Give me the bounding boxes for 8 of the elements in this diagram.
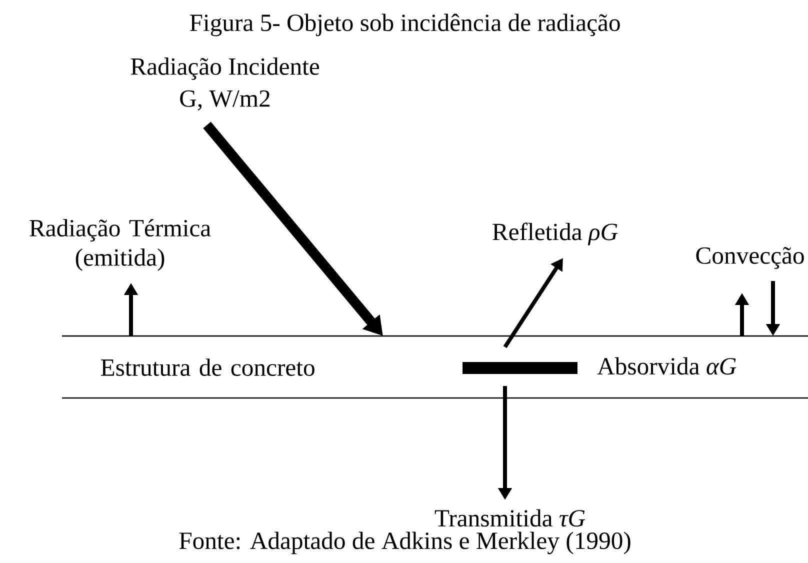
absorbed-label: Absorvida αG [597,357,736,375]
radiation-label: Transmitida τG [434,509,586,527]
radiation-label: Radiação Incidente G, W/m2 [130,58,320,110]
figure-title: Figura 5- Objeto sob incidência de radiação [190,14,620,36]
source-caption: Fonte: Adaptado de Adkins e Merkley (1990) [179,532,630,554]
radiation-label: Convecção [696,247,804,269]
radiation-label: Refletida ρG [492,222,618,246]
radiation-label: Radiação Térmica (emitida) [30,219,211,271]
